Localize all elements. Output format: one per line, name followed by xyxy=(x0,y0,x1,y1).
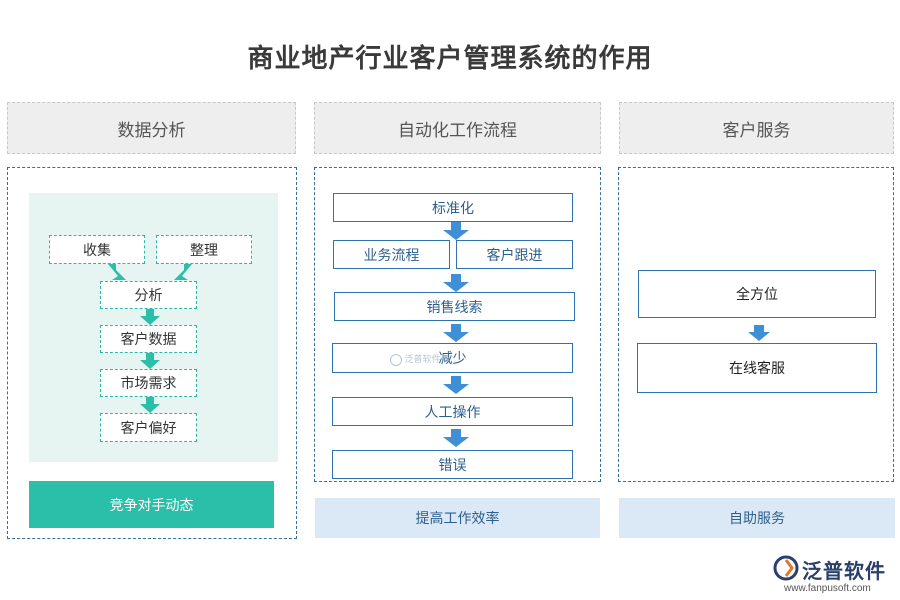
customer-service-panel xyxy=(618,167,894,482)
node-customer-data: 客户数据 xyxy=(100,325,197,353)
node-customer-preference: 客户偏好 xyxy=(100,413,197,442)
node-sales-leads: 销售线索 xyxy=(334,292,575,321)
footer-competitor-dynamics: 竞争对手动态 xyxy=(29,481,274,528)
arrow-down-icon xyxy=(140,309,160,325)
arrow-down-icon xyxy=(443,324,469,342)
arrow-down-icon xyxy=(443,274,469,292)
watermark-logo-icon xyxy=(390,353,402,366)
watermark: 泛普软件 xyxy=(390,352,441,366)
node-errors: 错误 xyxy=(332,450,573,479)
arrow-down-icon xyxy=(443,222,469,240)
column-header-customer-service: 客户服务 xyxy=(619,102,894,154)
logo-name: 泛普软件 xyxy=(802,561,886,583)
watermark-text: 泛普软件 xyxy=(404,354,441,364)
footer-improve-efficiency: 提高工作效率 xyxy=(315,498,600,538)
node-online-service: 在线客服 xyxy=(637,343,877,393)
node-business-process: 业务流程 xyxy=(333,240,450,269)
node-reduce: 减少 xyxy=(332,343,573,373)
node-reduce-label: 减少 xyxy=(438,350,467,366)
node-analyze: 分析 xyxy=(100,281,197,309)
column-header-data-analysis: 数据分析 xyxy=(7,102,296,154)
fanpu-logo-icon xyxy=(772,554,800,582)
node-all-round: 全方位 xyxy=(638,270,876,318)
footer-self-service: 自助服务 xyxy=(619,498,895,538)
arrow-down-icon xyxy=(748,325,770,341)
logo-url: www.fanpusoft.com xyxy=(784,583,871,594)
node-standardize: 标准化 xyxy=(333,193,573,222)
node-manual-operation: 人工操作 xyxy=(332,397,573,426)
node-organize: 整理 xyxy=(156,235,252,264)
arrow-down-icon xyxy=(140,353,160,369)
column-header-workflow: 自动化工作流程 xyxy=(314,102,601,154)
arrow-collect-to-analyze-icon xyxy=(106,262,128,282)
page-title: 商业地产行业客户管理系统的作用 xyxy=(247,43,653,73)
node-customer-followup: 客户跟进 xyxy=(456,240,573,269)
node-collect: 收集 xyxy=(49,235,145,264)
arrow-down-icon xyxy=(443,429,469,447)
arrow-down-icon xyxy=(443,376,469,394)
node-market-demand: 市场需求 xyxy=(100,369,197,397)
data-analysis-panel xyxy=(7,167,297,539)
workflow-panel xyxy=(314,167,601,482)
arrow-down-icon xyxy=(140,397,160,413)
arrow-organize-to-analyze-icon xyxy=(172,262,194,282)
